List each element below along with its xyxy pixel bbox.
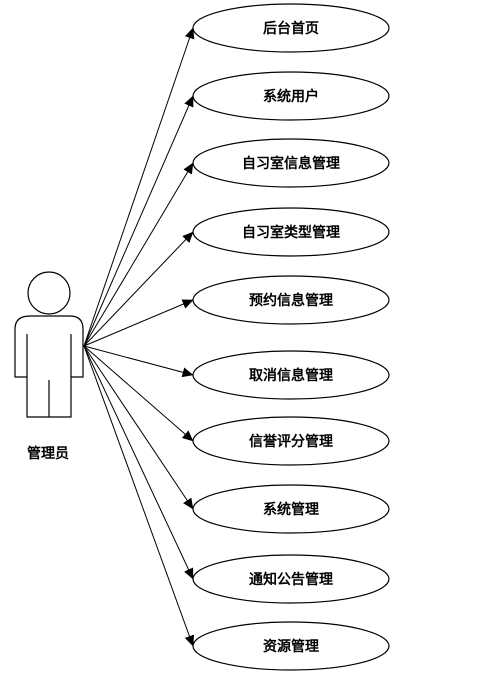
actor: 管理员 <box>14 271 84 462</box>
use-case: 资源管理 <box>192 621 390 671</box>
use-case-ellipse <box>192 71 390 121</box>
association-arrow <box>83 95 194 347</box>
association-arrow <box>83 345 194 510</box>
use-case: 信誉评分管理 <box>192 416 390 466</box>
association-arrow <box>83 27 195 347</box>
use-case-label: 通知公告管理 <box>249 571 333 588</box>
use-case-label: 后台首页 <box>263 20 319 37</box>
use-case-ellipse <box>192 3 390 53</box>
association-arrow <box>83 231 194 347</box>
use-case: 系统管理 <box>192 484 390 534</box>
association-arrow <box>83 345 195 647</box>
use-case-label: 系统用户 <box>263 88 319 105</box>
use-case-ellipse <box>192 554 390 604</box>
use-case: 自习室类型管理 <box>192 207 390 257</box>
association-arrow <box>83 345 194 378</box>
use-case-label: 系统管理 <box>263 501 319 518</box>
use-case: 后台首页 <box>192 3 390 53</box>
use-case: 系统用户 <box>192 71 390 121</box>
use-case: 自习室信息管理 <box>192 138 390 188</box>
use-case-label: 取消信息管理 <box>249 367 333 384</box>
use-case-ellipse <box>192 621 390 671</box>
use-case-ellipse <box>192 416 390 466</box>
use-case-label: 资源管理 <box>263 638 319 655</box>
association-arrow <box>83 345 194 442</box>
use-case-label: 预约信息管理 <box>249 292 333 309</box>
use-case: 取消信息管理 <box>192 350 390 400</box>
use-case: 通知公告管理 <box>192 554 390 604</box>
association-arrow <box>83 345 194 580</box>
use-case-label: 自习室信息管理 <box>242 155 340 172</box>
use-case-ellipse <box>192 138 390 188</box>
associations <box>83 27 195 647</box>
use-case-ellipse <box>192 350 390 400</box>
association-arrow <box>83 299 194 347</box>
use-case-ellipse <box>192 484 390 534</box>
use-case-ellipse <box>192 207 390 257</box>
actor-label: 管理员 <box>27 445 69 462</box>
use-case: 预约信息管理 <box>192 275 390 325</box>
use-case-list: 后台首页系统用户自习室信息管理自习室类型管理预约信息管理取消信息管理信誉评分管理… <box>192 3 390 671</box>
association-arrow <box>83 162 194 347</box>
stick-figure-actor-icon <box>14 271 84 418</box>
use-case-ellipse <box>192 275 390 325</box>
use-case-label: 自习室类型管理 <box>242 224 340 241</box>
use-case-label: 信誉评分管理 <box>249 433 333 450</box>
